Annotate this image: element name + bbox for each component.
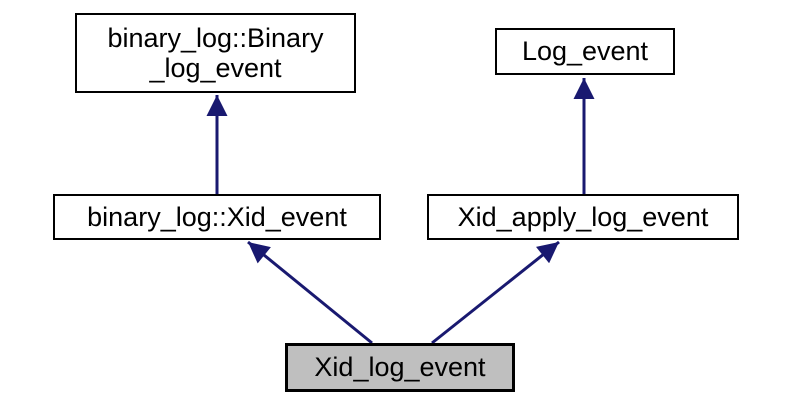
node-binary-log-xid-event[interactable]: binary_log::Xid_event bbox=[53, 194, 381, 240]
node-xid-log-event: Xid_log_event bbox=[285, 343, 515, 392]
edge-xid-log-event-to-xid-apply-log-event bbox=[431, 240, 560, 345]
node-label: binary_log::Xid_event bbox=[87, 201, 347, 232]
edge-xid-log-event-to-xid-event bbox=[247, 240, 373, 345]
node-label: Log_event bbox=[521, 36, 649, 67]
node-xid-apply-log-event[interactable]: Xid_apply_log_event bbox=[427, 194, 739, 240]
node-label: Xid_log_event bbox=[314, 352, 486, 383]
node-binary-log-binary-log-event[interactable]: binary_log::Binary _log_event bbox=[75, 13, 356, 93]
node-label: Xid_apply_log_event bbox=[457, 201, 709, 232]
node-label: binary_log::Binary _log_event bbox=[107, 22, 324, 83]
node-log-event[interactable]: Log_event bbox=[495, 28, 675, 75]
